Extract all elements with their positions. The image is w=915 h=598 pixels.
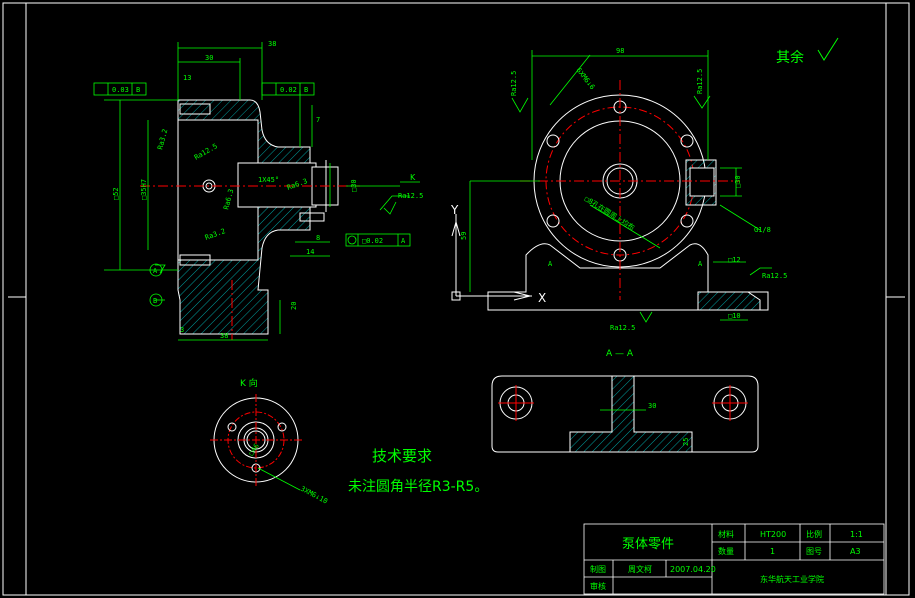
tech-note: 未注圆角半径R3-R5。 [348, 479, 488, 495]
dim-left-13: 13 [183, 74, 191, 82]
tol-conc-value: □0.02 [362, 237, 383, 245]
front-base-outline [487, 243, 769, 311]
tb-qty-value: 1 [770, 547, 775, 556]
ra-front-3: Ra12.5 [610, 324, 635, 332]
ra-left-1: Ra3.2 [156, 128, 169, 150]
dim-front-12: □12 [728, 256, 741, 264]
datum-front-a1: A [548, 260, 553, 268]
dim-left-8: 8 [316, 234, 320, 242]
rest-finish-symbol [817, 37, 839, 61]
dim-left-3: 3 [180, 326, 184, 334]
tb-drawn-name: 周文柯 [628, 564, 652, 574]
dim-left-30: 30 [205, 54, 213, 62]
tol-frame-flat [93, 82, 147, 96]
dim-front-g18: G1/8 [754, 226, 771, 234]
tb-part-name: 泵体零件 [622, 537, 674, 552]
tb-drawn-label: 制图 [590, 564, 606, 574]
dim-left-dia30: □30 [350, 179, 358, 192]
tb-scale-value: 1:1 [850, 530, 863, 539]
dim-left-7: 7 [316, 116, 320, 124]
dim-left-dia35: □35H7 [140, 179, 148, 200]
dim-left-14: 14 [306, 248, 314, 256]
tb-material-label: 材料 [718, 529, 734, 539]
section-a-a: A — A 30 25 [491, 349, 759, 453]
tb-qty-label: 数量 [718, 546, 734, 556]
tb-sheet-value: A3 [850, 547, 861, 556]
dim-front-59: 59 [460, 232, 468, 240]
dim-left-20: 20 [290, 302, 298, 310]
tol-frame-conc [345, 233, 411, 247]
dim-k-4m6: 3XM6↓10 [299, 485, 329, 506]
tol-frame-perp [261, 82, 315, 96]
side-thread-top [179, 103, 211, 115]
tol-flat-datum: B [136, 86, 140, 94]
tb-scale-label: 比例 [806, 529, 822, 539]
tol-perp-datum: B [304, 86, 308, 94]
dim-front-98: 98 [616, 47, 624, 55]
dim-left-38-top: 38 [268, 40, 276, 48]
rest-finish-label: 其余 [776, 49, 804, 66]
tol-perp-value: 0.02 [280, 86, 297, 94]
title-block [583, 523, 885, 595]
dim-front-30: □30 [734, 175, 742, 188]
dim-k-dia: □46 [247, 442, 261, 457]
axis-y-label: Y [450, 203, 459, 217]
datum-front-a2: A [698, 260, 703, 268]
side-thread-bottom [179, 254, 211, 266]
tb-check-label: 审核 [590, 581, 606, 591]
ra-left-6: Ra12.5 [398, 192, 423, 200]
axis-x-label: X [538, 291, 546, 305]
dim-front-10: □10 [728, 312, 741, 320]
dim-front-4m6: 6XM6↓6 [574, 66, 596, 91]
dim-left-38-bottom: 38 [220, 332, 228, 340]
dim-left-dia52: □52 [112, 187, 120, 200]
side-section-view: 30 38 13 38 14 7 8 3 20 1X45° □52 □35H7 … [93, 40, 423, 341]
ra-front-2: Ra12.5 [696, 69, 704, 94]
view-k: K 向 3XM6↓10 □46 [210, 377, 329, 506]
front-view: 98 6XM6↓6 59 □30 G1/8 □12 □10 □8孔在圆周上均布 … [450, 37, 839, 332]
datum-b-label: B [153, 297, 157, 305]
datum-a-label: A [153, 267, 158, 275]
k-mark: K [410, 173, 416, 182]
inner-frame [25, 2, 887, 596]
ra-front-1: Ra12.5 [510, 71, 518, 96]
tb-drawn-date: 2007.04.20 [670, 565, 716, 574]
dim-left-1x45: 1X45° [258, 176, 279, 184]
dim-section-25: 25 [682, 438, 690, 446]
datum-circle-b [149, 293, 163, 307]
tb-school: 东华航天工业学院 [760, 574, 824, 584]
section-rib-hatch [569, 375, 693, 453]
tech-title: 技术要求 [372, 447, 432, 465]
tb-material-value: HT200 [760, 530, 786, 539]
tol-conc-datum: A [401, 237, 406, 245]
dim-section-30: 30 [648, 402, 656, 410]
ra-front-4: Ra12.5 [762, 272, 787, 280]
datum-circle-a [149, 263, 163, 277]
view-k-label: K 向 [240, 377, 258, 389]
section-outline [491, 375, 759, 453]
tol-flat-value: 0.03 [112, 86, 129, 94]
side-bore-step [237, 162, 317, 208]
tb-sheet-label: 图号 [806, 547, 822, 556]
section-a-a-label: A — A [606, 349, 634, 359]
